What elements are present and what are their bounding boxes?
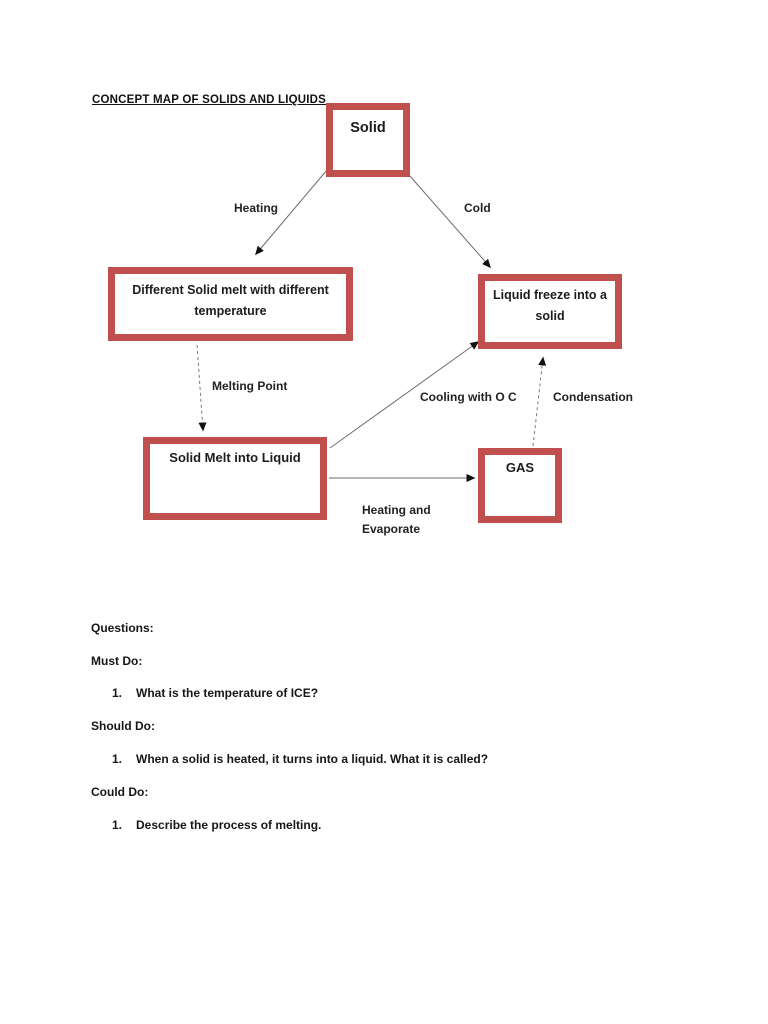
section-must-do-label: Must Do:	[91, 654, 143, 668]
edge-label-melting-point: Melting Point	[212, 379, 288, 393]
arrow-cooling	[329, 341, 480, 449]
page-title: CONCEPT MAP OF SOLIDS AND LIQUIDS	[92, 94, 327, 106]
question-item: 1. When a solid is heated, it turns into …	[112, 752, 488, 766]
edge-label-cooling: Cooling with O C	[420, 390, 517, 404]
question-number: 1.	[112, 818, 123, 832]
question-item: 1. Describe the process of melting.	[112, 818, 321, 832]
node-solid: Solid	[326, 103, 410, 177]
node-different-solid: Different Solid melt with different temp…	[108, 267, 353, 341]
question-number: 1.	[112, 686, 123, 700]
node-solid-melt: Solid Melt into Liquid	[143, 437, 327, 520]
question-text: What is the temperature of ICE?	[136, 686, 319, 700]
node-liquid-freeze: Liquid freeze into a solid	[478, 274, 622, 349]
section-could-do-label: Could Do:	[91, 785, 149, 799]
arrow-heating	[255, 169, 328, 256]
section-should-do-label: Should Do:	[91, 719, 155, 733]
node-gas: GAS	[478, 448, 562, 523]
question-item: 1. What is the temperature of ICE?	[112, 686, 318, 700]
edge-label-heating-evaporate: Heating and Evaporate	[362, 503, 431, 536]
edge-label-condensation: Condensation	[553, 390, 633, 404]
questions-heading: Questions:	[91, 621, 154, 635]
question-text: When a solid is heated, it turns into a …	[136, 752, 489, 766]
question-number: 1.	[112, 752, 123, 766]
arrow-cold	[408, 174, 491, 269]
arrow-condensation	[532, 356, 547, 447]
question-text: Describe the process of melting.	[136, 818, 322, 832]
edge-label-cold: Cold	[464, 201, 491, 215]
edge-label-heating: Heating	[234, 201, 279, 215]
arrow-melting-point	[196, 344, 207, 432]
